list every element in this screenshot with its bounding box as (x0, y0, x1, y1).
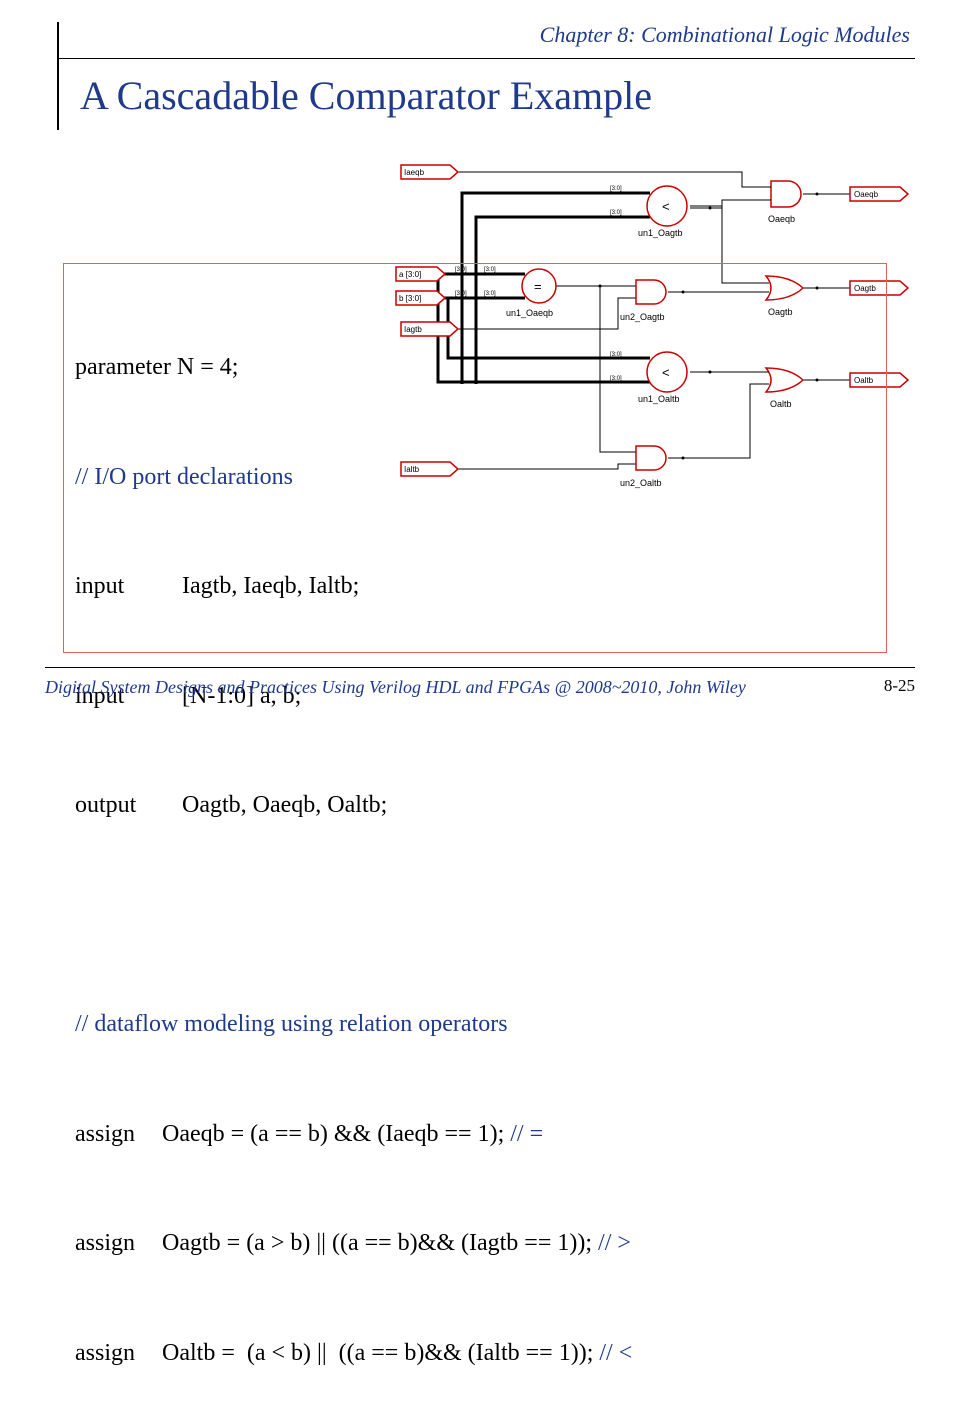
or-gate-oagtb (764, 275, 805, 301)
bus-width-label: [3:0] (455, 291, 467, 297)
and-gates (635, 180, 802, 471)
port-ialtb (400, 461, 460, 477)
chapter-header: Chapter 8: Combinational Logic Modules (539, 22, 910, 47)
port-label: Iagtb (404, 325, 422, 334)
port-label: b [3:0] (399, 294, 421, 303)
input-ports (395, 164, 460, 477)
comparator-eq (521, 268, 557, 304)
gate-label: Oaeqb (768, 214, 795, 224)
port-label: Oagtb (854, 284, 876, 293)
code-blank-line (75, 897, 632, 934)
page-number: 8-25 (883, 676, 915, 695)
and-gate-oaeqb (770, 180, 802, 208)
port-oaeqb (849, 186, 910, 202)
comparator-label: un1_Oaeqb (506, 308, 553, 318)
port-label: a [3:0] (399, 270, 421, 279)
verilog-code: parameter N = 4; // I/O port declaration… (75, 276, 632, 1408)
junction-dots (598, 192, 819, 460)
bus-width-label: [3:0] (610, 352, 622, 358)
port-oagtb (849, 280, 910, 296)
comparator-symbol: = (534, 279, 542, 294)
or-gate-oaltb (764, 367, 805, 393)
bus-width-label: [3:0] (610, 186, 622, 192)
port-label: Ialtb (404, 465, 420, 474)
header-horizontal-rule (57, 58, 915, 59)
output-ports (849, 186, 910, 388)
bus-width-label: [3:0] (610, 210, 622, 216)
port-iaeqb (400, 164, 460, 180)
bus-width-label: [3:0] (484, 291, 496, 297)
code-line: input[N-1:0] a, b; (75, 682, 302, 709)
gate-input-stubs (762, 186, 771, 385)
comparator-symbol: < (662, 365, 670, 380)
port-label: Oaeqb (854, 190, 879, 199)
gate-label: Oagtb (768, 307, 793, 317)
comparator-schematic: Iaeqb a [3:0] b [3:0] Iagtb Ialtb Oaeqb … (395, 164, 910, 488)
code-panel (63, 263, 887, 653)
footer-rule (45, 667, 915, 668)
comparator-lt-bottom (646, 351, 688, 393)
footer-citation: Digital System Designs and Practices Usi… (45, 677, 746, 697)
bus-width-label: [3:0] (610, 376, 622, 382)
gate-label: Oaltb (770, 399, 792, 409)
comparator-label: un1_Oagtb (638, 228, 683, 238)
port-label: Oaltb (854, 376, 874, 385)
comparator-lt-top (646, 185, 688, 227)
code-line: // I/O port declarations (75, 463, 293, 490)
comparator-label: un1_Oaltb (638, 394, 680, 404)
comparators (521, 185, 688, 393)
signal-wires (458, 171, 850, 470)
port-oaltb (849, 372, 910, 388)
bus-width-label: [3:0] (484, 267, 496, 273)
comparator-symbol: < (662, 199, 670, 214)
port-b (395, 290, 447, 306)
and-gate-un2-oagtb (635, 279, 667, 305)
gate-label: un2_Oaltb (620, 478, 662, 488)
gate-label: un2_Oagtb (620, 312, 665, 322)
slide-title: A Cascadable Comparator Example (80, 73, 653, 118)
or-gates (764, 275, 805, 393)
code-line: parameter N = 4; (75, 354, 239, 380)
header-vertical-rule (57, 22, 59, 130)
bus-width-label: [3:0] (455, 267, 467, 273)
port-a (395, 266, 447, 282)
port-iagtb (400, 321, 460, 337)
port-label: Iaeqb (404, 168, 425, 177)
and-gate-un2-oaltb (635, 445, 667, 471)
code-line: // dataflow modeling using relation oper… (75, 1011, 508, 1037)
